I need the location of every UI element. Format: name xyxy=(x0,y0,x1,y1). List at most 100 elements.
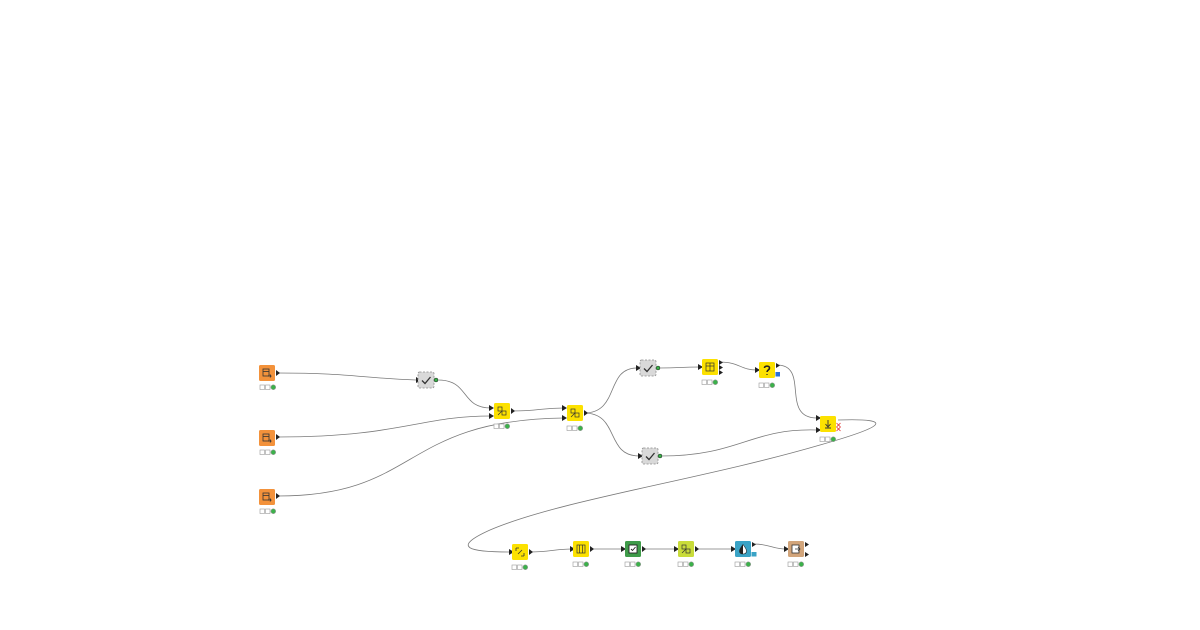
node-splitter[interactable] xyxy=(701,359,723,385)
question-mark-icon xyxy=(763,365,771,375)
connection-endif-pivot[interactable] xyxy=(467,419,876,553)
output-port[interactable] xyxy=(584,410,588,416)
node-variable-check-3[interactable] xyxy=(641,447,663,465)
connection-joiner2-check2[interactable] xyxy=(583,367,638,414)
node-pivot[interactable] xyxy=(511,544,533,570)
export-icon xyxy=(791,544,801,554)
connection-check1-joiner1[interactable] xyxy=(437,379,492,409)
output-port[interactable] xyxy=(642,546,646,552)
node-body[interactable] xyxy=(639,359,657,377)
output-port[interactable] xyxy=(719,365,723,370)
output-port[interactable] xyxy=(276,370,280,376)
input-port[interactable] xyxy=(816,427,821,433)
output-port[interactable] xyxy=(695,546,699,552)
connection-check3-endif[interactable] xyxy=(660,429,818,457)
input-port[interactable] xyxy=(638,453,643,459)
input-port[interactable] xyxy=(621,546,626,552)
color-drop-shade xyxy=(739,544,743,554)
input-port[interactable] xyxy=(509,549,514,555)
node-reader-1[interactable] xyxy=(259,365,280,390)
output-port[interactable] xyxy=(719,360,723,365)
variable-output-port[interactable] xyxy=(655,365,661,371)
output-port[interactable] xyxy=(276,493,280,499)
variable-output-port[interactable] xyxy=(657,453,663,459)
status-indicator xyxy=(677,561,694,567)
connection-ifswitch-endif[interactable] xyxy=(776,364,818,419)
input-port[interactable] xyxy=(570,546,575,552)
input-port[interactable] xyxy=(489,405,494,411)
input-port[interactable] xyxy=(674,546,679,552)
node-column-filter[interactable] xyxy=(572,541,594,567)
input-port[interactable] xyxy=(562,415,567,421)
connection-visualizer-writer[interactable] xyxy=(753,543,787,550)
connection-joiner1-joiner2[interactable] xyxy=(510,407,565,412)
connections-layer xyxy=(277,361,876,553)
status-indicator xyxy=(493,423,510,429)
node-reader-2[interactable] xyxy=(259,430,280,455)
output-port[interactable] xyxy=(752,542,756,547)
input-port[interactable] xyxy=(755,367,760,373)
table-reader-icon xyxy=(262,492,272,502)
node-body[interactable] xyxy=(259,489,275,505)
node-if-switch[interactable] xyxy=(758,362,781,388)
output-port[interactable] xyxy=(805,542,809,547)
splitter-icon xyxy=(705,362,715,372)
node-body[interactable] xyxy=(759,362,775,378)
output-port[interactable] xyxy=(511,408,515,414)
status-indicator xyxy=(624,561,641,567)
status-indicator xyxy=(787,561,804,567)
status-indicator xyxy=(758,382,775,388)
connection-reader1-check1[interactable] xyxy=(277,372,417,381)
node-joiner-2[interactable] xyxy=(566,405,588,431)
input-port[interactable] xyxy=(816,415,821,421)
output-port[interactable] xyxy=(276,434,280,440)
status-indicator xyxy=(259,508,276,514)
output-port[interactable] xyxy=(529,549,533,555)
inactive-port-icon xyxy=(836,422,841,432)
node-joiner-1[interactable] xyxy=(493,403,515,429)
connection-splitter-ifswitch[interactable] xyxy=(718,361,758,371)
output-port[interactable] xyxy=(776,363,780,368)
node-body[interactable] xyxy=(641,447,659,465)
connection-joiner2-check3[interactable] xyxy=(583,412,640,457)
node-predictor[interactable] xyxy=(624,541,646,567)
predictor-icon xyxy=(628,544,638,554)
checkmark-icon xyxy=(421,376,431,385)
inactive-output-port[interactable] xyxy=(775,372,781,377)
node-learner[interactable] xyxy=(677,541,699,567)
connection-check2-splitter[interactable] xyxy=(658,366,701,369)
input-port-layer xyxy=(416,364,821,555)
node-body[interactable] xyxy=(259,365,275,381)
status-indicator xyxy=(259,384,276,390)
joiner-icon xyxy=(570,408,580,418)
variable-output-port[interactable] xyxy=(433,377,439,383)
input-port[interactable] xyxy=(489,413,494,419)
input-port[interactable] xyxy=(731,546,736,552)
status-indicator xyxy=(511,564,528,570)
input-port[interactable] xyxy=(562,405,567,411)
connection-pivot-columnfilter[interactable] xyxy=(528,548,573,553)
node-variable-check-2[interactable] xyxy=(639,359,661,377)
connection-reader3-joiner2[interactable] xyxy=(277,417,565,497)
node-body[interactable] xyxy=(417,371,435,389)
end-if-icon xyxy=(825,420,831,429)
node-writer[interactable] xyxy=(787,541,809,567)
connection-reader2-joiner1[interactable] xyxy=(277,415,492,438)
input-port[interactable] xyxy=(698,364,703,370)
node-body[interactable] xyxy=(573,541,589,557)
status-indicator xyxy=(819,436,836,442)
node-reader-3[interactable] xyxy=(259,489,280,514)
status-indicator xyxy=(259,449,276,455)
input-port[interactable] xyxy=(784,546,789,552)
color-model-port[interactable] xyxy=(751,552,757,557)
output-port[interactable] xyxy=(719,370,723,375)
node-body[interactable] xyxy=(259,430,275,446)
output-port[interactable] xyxy=(805,552,809,557)
node-visualizer[interactable] xyxy=(734,541,757,567)
node-variable-check-1[interactable] xyxy=(417,371,439,389)
input-port[interactable] xyxy=(636,365,641,371)
status-indicator xyxy=(566,425,583,431)
node-end-if[interactable] xyxy=(819,416,841,442)
output-port[interactable] xyxy=(590,546,594,552)
